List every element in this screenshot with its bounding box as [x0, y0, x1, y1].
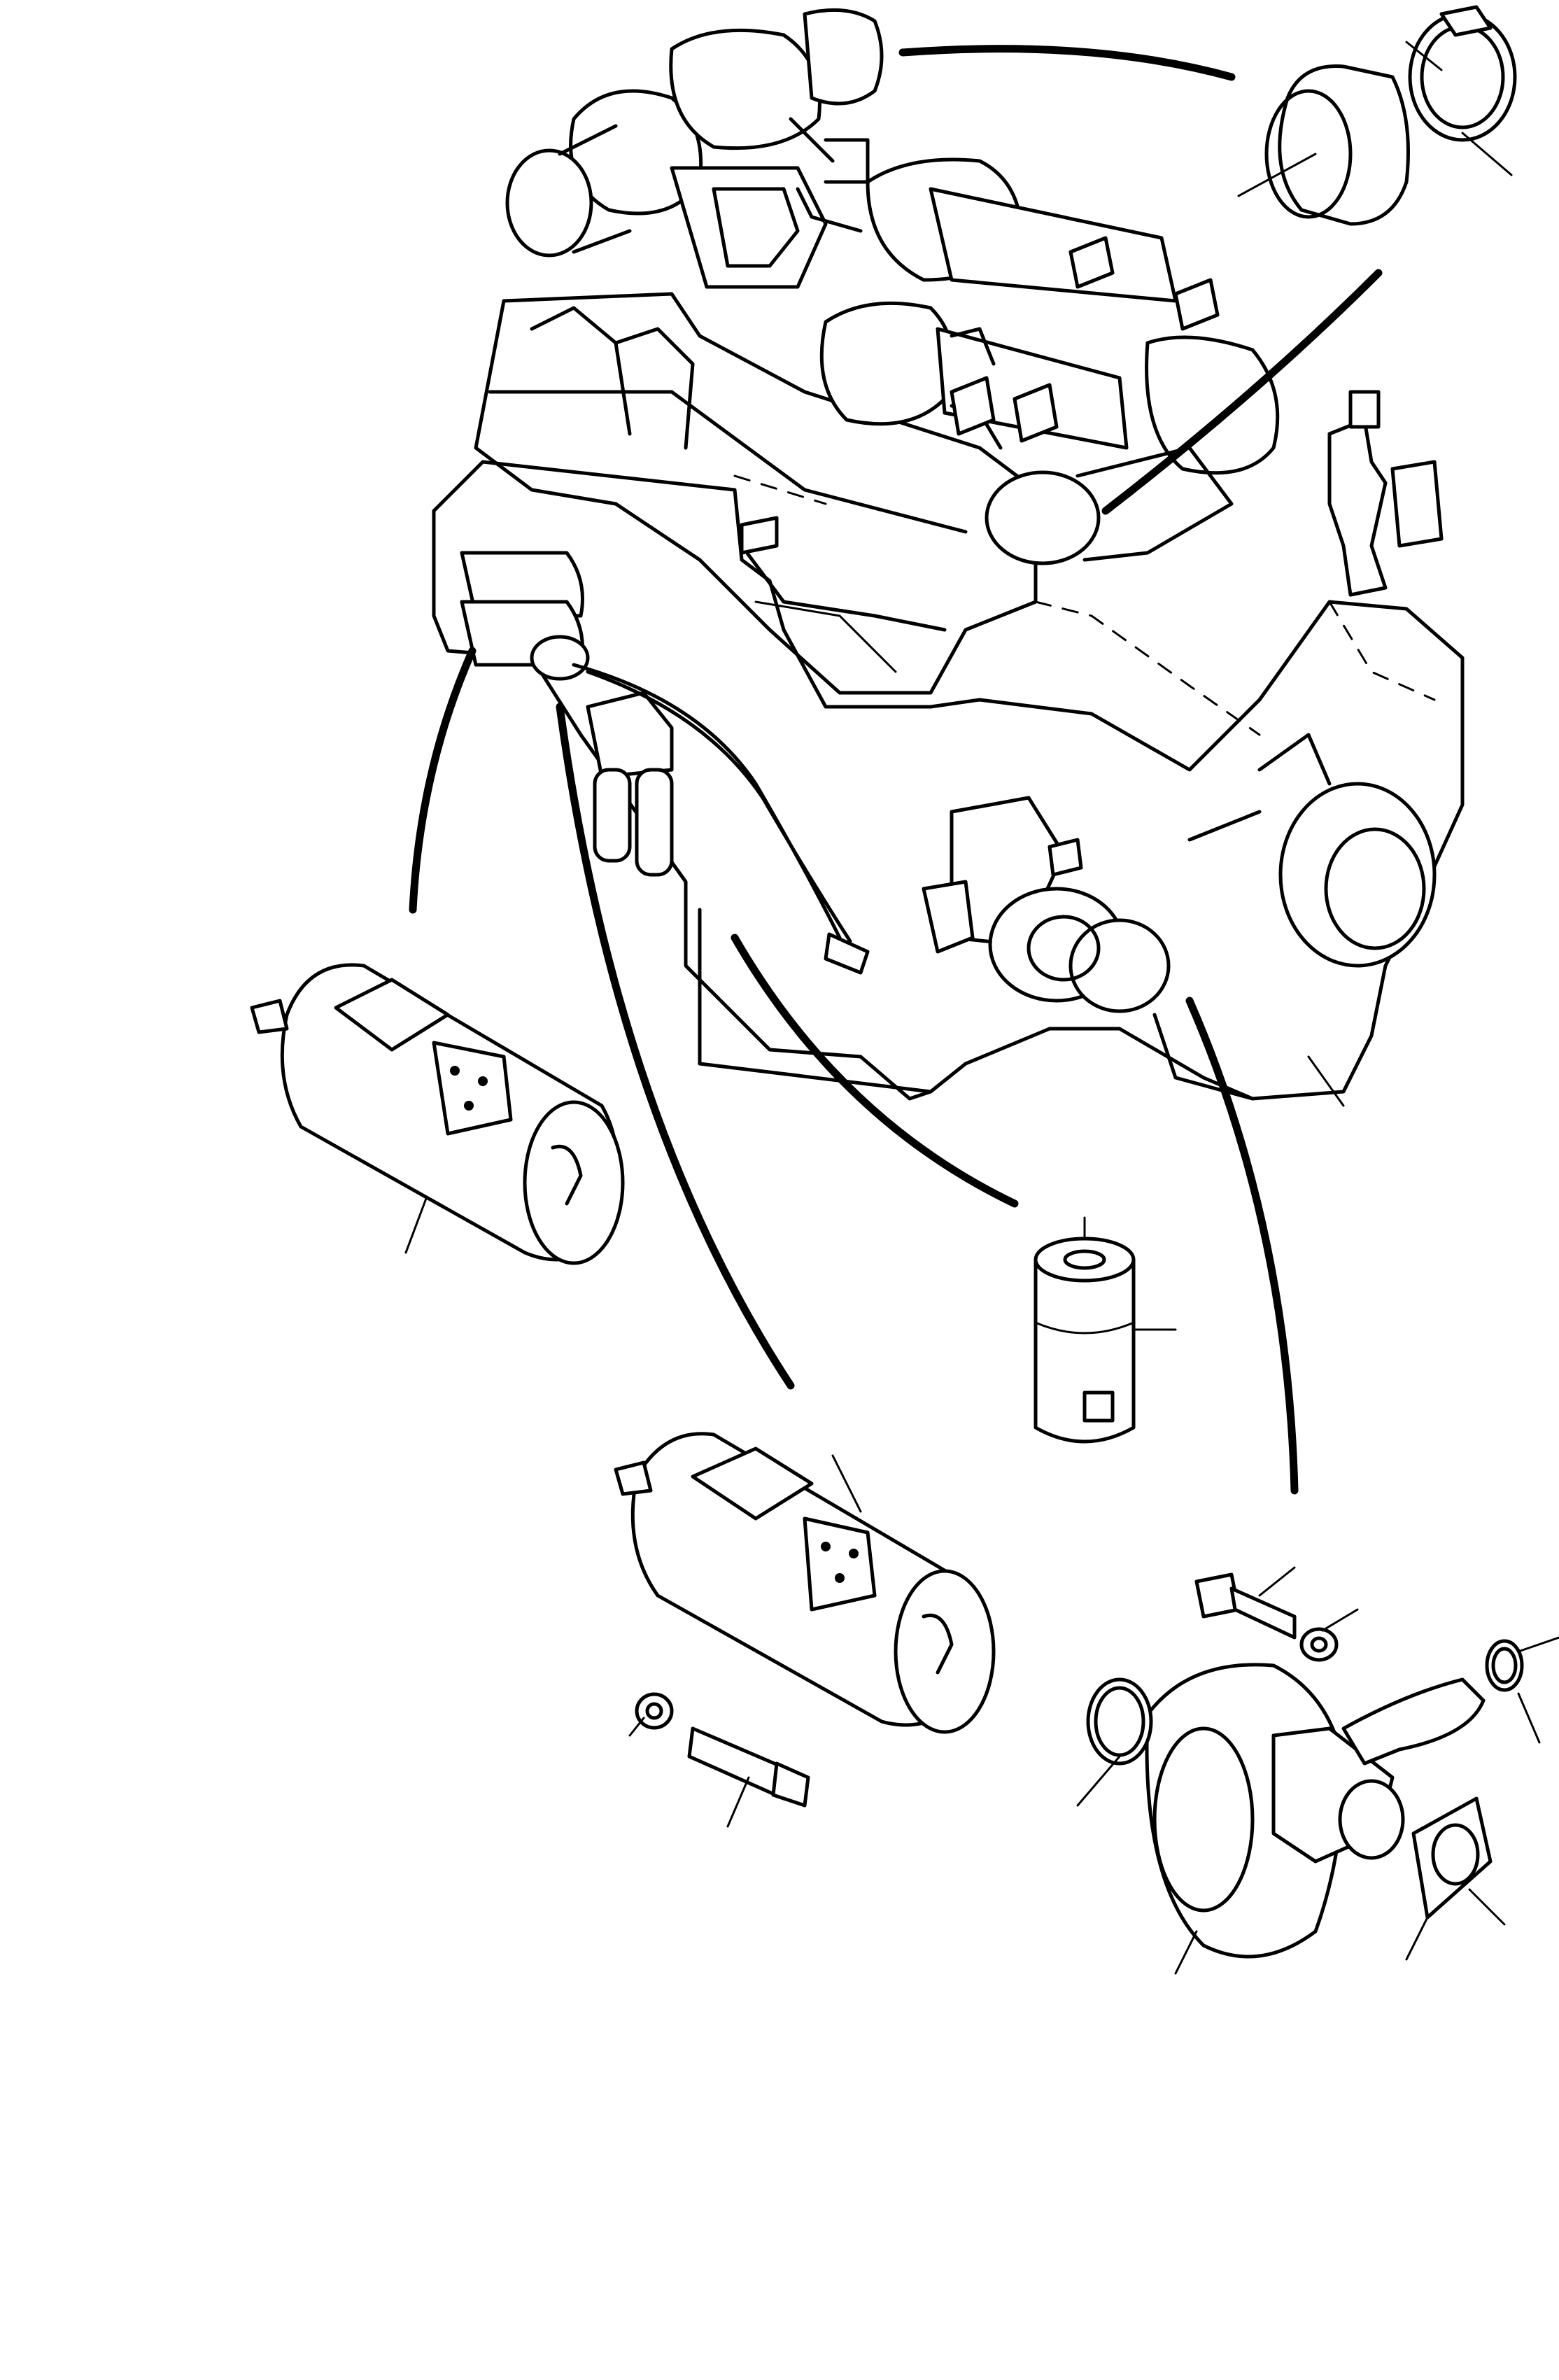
fuel-filter-cartridge — [1034, 1237, 1136, 1444]
connector-curves — [409, 45, 1383, 1495]
callout-leaders — [404, 41, 1559, 1975]
starter-washer — [635, 1692, 674, 1730]
engine-assembly — [432, 8, 1465, 1101]
lock-washer — [1299, 1627, 1339, 1662]
starter-pinion — [687, 1726, 810, 1808]
pump-gasket — [1411, 1796, 1493, 1920]
starter-motor-lower — [614, 1432, 996, 1734]
water-pump — [1145, 1663, 1486, 1959]
hose-clamp — [1408, 5, 1517, 142]
pump-o-ring-left — [1086, 1677, 1153, 1766]
pump-o-ring-right — [1485, 1639, 1524, 1692]
mounting-bolt — [1194, 1572, 1297, 1640]
starter-motor-upper — [250, 963, 625, 1265]
turbo-hose-connector — [1264, 64, 1410, 226]
